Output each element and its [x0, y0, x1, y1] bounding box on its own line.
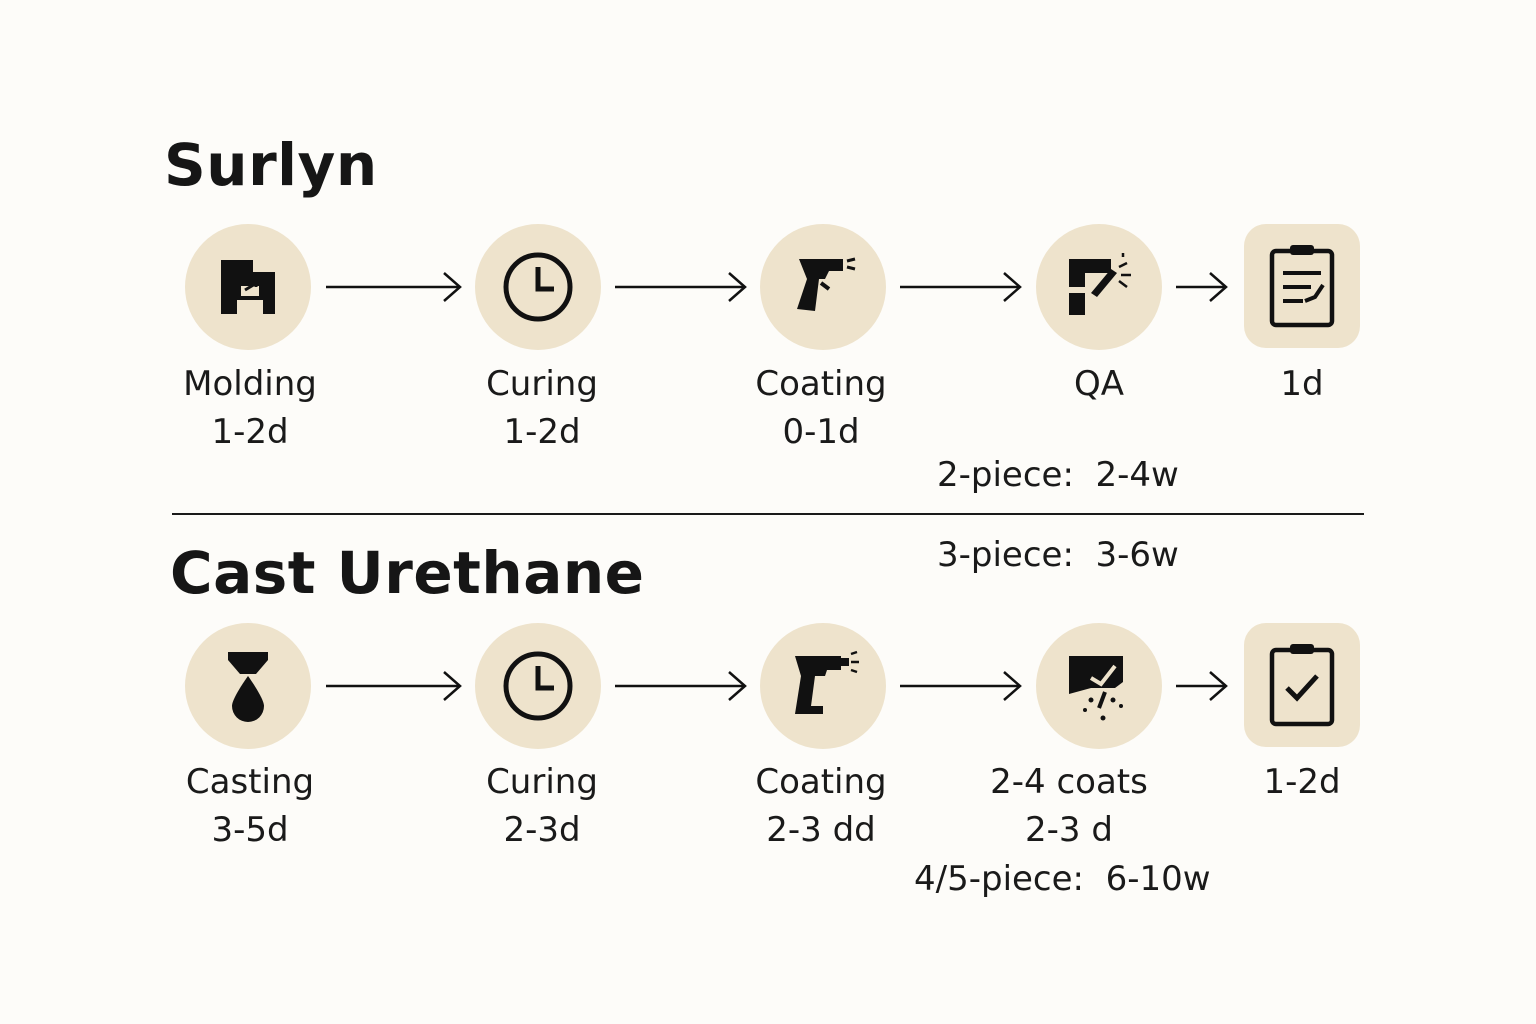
step-name: QA — [1073, 364, 1125, 404]
clock-icon — [475, 224, 601, 350]
clock-icon — [475, 623, 601, 749]
step-time: 0-1d — [782, 412, 860, 452]
surlyn-step-1-label: Molding 1-2d — [130, 360, 370, 456]
step-name: 1d — [1280, 364, 1324, 404]
section-divider — [172, 513, 1364, 515]
step-name: 1-2d — [1263, 762, 1341, 802]
arrow-icon — [1176, 671, 1228, 701]
step-name: Curing — [486, 762, 598, 802]
clipboard-check-icon — [1244, 623, 1360, 747]
surlyn-step-2-label: Curing 1-2d — [422, 360, 662, 456]
pour-drop-icon — [185, 623, 311, 749]
arrow-icon — [1176, 272, 1228, 302]
spray-gun-icon — [760, 224, 886, 350]
step-name: Coating — [755, 762, 887, 802]
urethane-note-4-5-piece: 4/5-piece: 6-10w — [914, 859, 1211, 899]
step-name: 2-4 coats — [990, 762, 1148, 802]
step-name: Curing — [486, 364, 598, 404]
step-name: Coating — [755, 364, 887, 404]
step-time: 1-2d — [503, 412, 581, 452]
step-time: 2-3 dd — [766, 810, 876, 850]
surlyn-note-2-piece: 2-piece: 2-4w — [937, 455, 1179, 495]
surlyn-step-5-label: 1d — [1182, 360, 1422, 408]
arrow-icon — [615, 671, 747, 701]
step-name: Casting — [185, 762, 315, 802]
arrow-icon — [326, 671, 462, 701]
step-time: 2-3 d — [1025, 810, 1113, 850]
surlyn-title: Surlyn — [164, 131, 378, 199]
surlyn-note-3-piece: 3-piece: 3-6w — [937, 535, 1179, 575]
arrow-icon — [615, 272, 747, 302]
urethane-step-3-label: Coating 2-3 dd — [701, 758, 941, 854]
surlyn-step-4-label: QA — [979, 360, 1219, 408]
arrow-icon — [900, 671, 1022, 701]
urethane-step-5-label: 1-2d — [1182, 758, 1422, 806]
arrow-icon — [326, 272, 462, 302]
clipboard-icon — [1244, 224, 1360, 348]
step-time: 2-3d — [503, 810, 581, 850]
mold-icon — [185, 224, 311, 350]
step-time: 1-2d — [211, 412, 289, 452]
spray-gun-icon — [760, 623, 886, 749]
cast-urethane-title: Cast Urethane — [170, 539, 645, 607]
arrow-icon — [900, 272, 1022, 302]
urethane-step-4-label: 2-4 coats 2-3 d — [949, 758, 1189, 854]
step-time: 3-5d — [211, 810, 289, 850]
urethane-step-1-label: Casting 3-5d — [130, 758, 370, 854]
step-name: Molding — [183, 364, 317, 404]
inspection-icon — [1036, 224, 1162, 350]
surlyn-step-3-label: Coating 0-1d — [701, 360, 941, 456]
paint-coat-icon — [1036, 623, 1162, 749]
urethane-step-2-label: Curing 2-3d — [422, 758, 662, 854]
